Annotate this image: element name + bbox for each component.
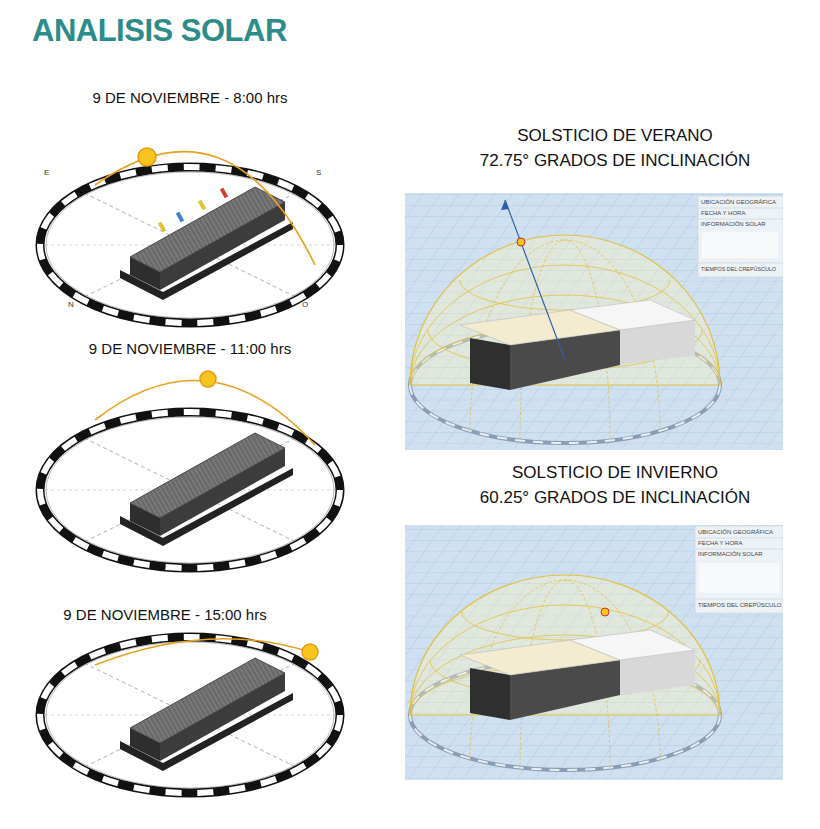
panel-heading: FECHA Y HORA xyxy=(698,540,782,547)
solstice-title: SOLSTICIO DE INVIERNO xyxy=(440,463,790,483)
panel-heading: INFORMACIÓN SOLAR xyxy=(698,551,782,558)
panel-heading: TIEMPOS DEL CREPÚSCULO xyxy=(701,266,781,272)
panel-heading: FECHA Y HORA xyxy=(701,210,781,217)
time-label: 9 DE NOVIEMBRE - 15:00 hrs xyxy=(15,606,315,624)
panel-heading: UBICACIÓN GEOGRÁFICA xyxy=(701,199,781,206)
compass-letter: O xyxy=(302,300,312,310)
compass-letter: S xyxy=(316,168,326,178)
inclination-label: 60.25° GRADOS DE INCLINACIÓN xyxy=(440,488,790,508)
inclination-label: 72.75° GRADOS DE INCLINACIÓN xyxy=(440,151,790,171)
panel-heading: INFORMACIÓN SOLAR xyxy=(701,221,781,228)
time-label: 9 DE NOVIEMBRE - 11:00 hrs xyxy=(40,340,340,358)
time-label: 9 DE NOVIEMBRE - 8:00 hrs xyxy=(40,89,340,107)
compass-letter: E xyxy=(44,168,54,178)
panel-heading: TIEMPOS DEL CREPÚSCULO xyxy=(698,602,782,609)
panel-heading: UBICACIÓN GEOGRÁFICA xyxy=(698,529,782,536)
page-title: ANALISIS SOLAR xyxy=(32,12,287,49)
compass-letter: N xyxy=(68,300,78,310)
solstice-title: SOLSTICIO DE VERANO xyxy=(440,126,790,146)
